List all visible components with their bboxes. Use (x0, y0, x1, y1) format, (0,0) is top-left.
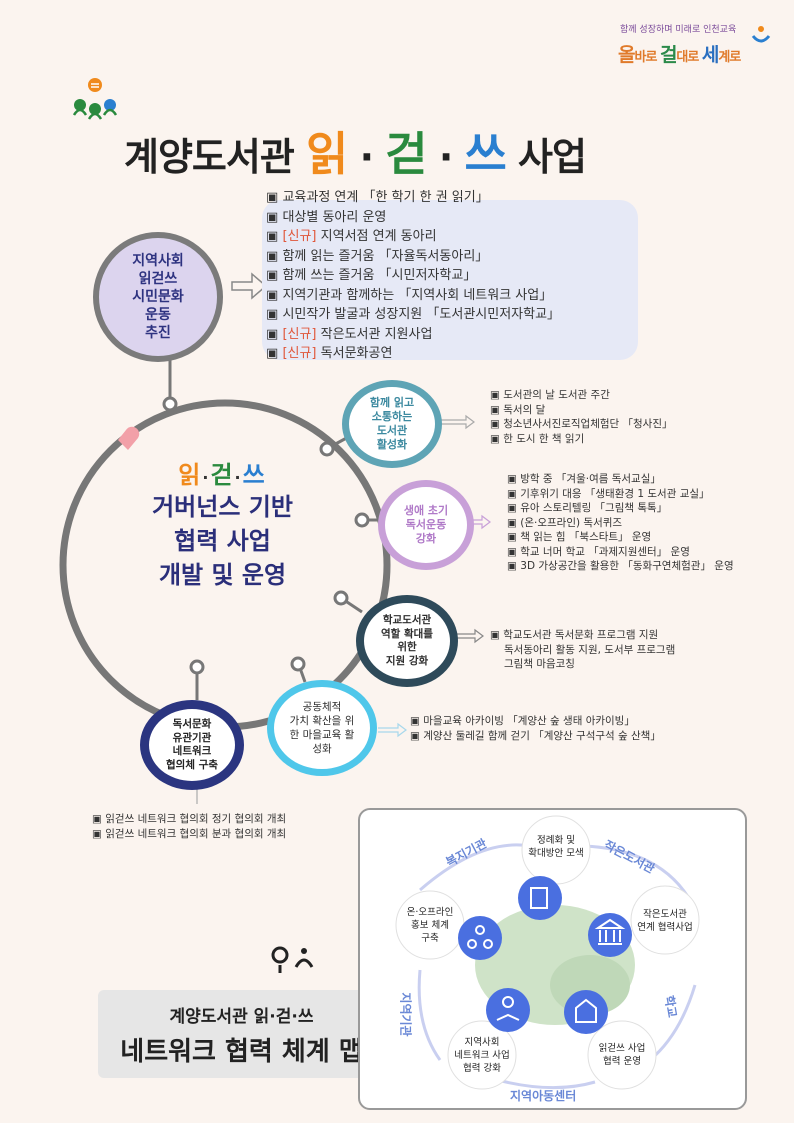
reading-person-icon (486, 988, 530, 1032)
list-item: ▣ [신규] 독서문화공연 (266, 346, 393, 361)
title-dot-2: · (438, 135, 453, 179)
civic-line: 지역사회 (132, 253, 184, 269)
network-map-graphic (395, 815, 700, 1090)
brand-char-2: 걸 (659, 44, 678, 66)
list-item: ▣ 계양산 둘레길 함께 걷기 「계양산 구석구석 숲 산책」 (410, 729, 661, 742)
brand-part-1: 바로 (634, 50, 660, 65)
satellite-list-network: ▣ 읽걷쓰 네트워크 협의회 정기 협의회 개최 ▣ 읽걷쓰 네트워크 협의회 … (92, 812, 286, 841)
governance-center-text: 읽·걷·쓰 거버넌스 기반 협력 사업 개발 및 운영 (110, 455, 335, 592)
brand-part-3: 계로 (718, 50, 741, 65)
list-item: ▣ 마을교육 아카이빙 「계양산 숲 생태 아카이빙」 (410, 715, 635, 727)
list-item: ▣ 유아 스토리텔링 「그림책 톡톡」 (507, 502, 668, 514)
page-title: 계양도서관 읽 · 걷 · 쓰 사업 (124, 118, 587, 184)
center-line-2: 협력 사업 (174, 527, 271, 555)
list-item: ▣ 읽걷쓰 네트워크 협의회 분과 협의회 개최 (92, 827, 287, 840)
list-item: ▣ 읽걷쓰 네트워크 협의회 정기 협의회 개최 (92, 813, 287, 825)
list-item: ▣ 3D 가상공간을 활용한 「동화구연체험관」 운영 (507, 560, 734, 572)
brand-logo: 함께 성장하며 미래로 인천교육 올바로 걸대로 세계로 (612, 18, 772, 78)
heart-icon (118, 426, 140, 450)
civic-line: 시민문화 (132, 289, 184, 305)
list-item: ▣ 기후위기 대응 「생태환경 1 도서관 교실」 (507, 487, 710, 500)
satellite-list-community: ▣ 마을교육 아카이빙 「계양산 숲 생태 아카이빙」 ▣ 계양산 둘레길 함께… (410, 714, 661, 743)
civic-program-list: ▣ 교육과정 연계 「한 학기 한 권 읽기」 ▣ 대상별 동아리 운영 ▣ [… (266, 188, 560, 364)
reading-people-icon (72, 78, 118, 120)
list-item: ▣ 한 도시 한 책 읽기 (490, 432, 585, 445)
ring-label-childrens-center: 지역아동센터 (510, 1089, 577, 1103)
title-write: 쓰 (464, 127, 507, 181)
list-item: ▣ 책 읽는 힘 「북스타트」 운영 (507, 531, 652, 543)
arrow-icon (231, 272, 268, 300)
center-line-1: 거버넌스 기반 (152, 493, 293, 521)
list-item: ▣ 도서관의 날 도서관 주간 (490, 389, 610, 401)
list-item: ▣ 함께 쓰는 즐거움 「시민저자학교」 (266, 268, 477, 283)
list-item: ▣ [신규] 지역서점 연계 동아리 (266, 229, 437, 244)
list-item: ▣ 방학 중 「겨울·여름 독서교실」 (507, 473, 661, 485)
ring-label-school: 학교 (661, 994, 680, 1019)
civic-line: 운동 (145, 307, 171, 323)
brand-part-2: 대로 (676, 50, 702, 65)
list-item: ▣ 시민작가 발굴과 성장지원 「도서관시민저자학교」 (266, 307, 561, 322)
library-building-icon (588, 913, 632, 957)
school-icon (564, 990, 608, 1034)
network-map-title: 네트워크 협력 체계 맵 (120, 1037, 363, 1067)
list-item: ▣ 대상별 동아리 운영 (266, 209, 387, 225)
brand-symbol-icon (271, 946, 314, 973)
civic-program-panel (262, 200, 638, 360)
planning-icon (518, 876, 562, 920)
civic-line: 읽걷쓰 (138, 271, 178, 287)
list-item: ▣ 독서의 달 (490, 403, 546, 416)
list-item: 그림책 마음코칭 (504, 658, 575, 670)
list-item: ▣ 함께 읽는 즐거움 「자율독서동아리」 (266, 248, 489, 264)
center-dot: · (202, 468, 211, 487)
ring-label-local-agency: 지역기관 (398, 992, 413, 1037)
list-item: ▣ 지역기관과 함께하는 「지역사회 네트워크 사업」 (266, 287, 553, 303)
satellite-list-school: ▣ 학교도서관 독서문화 프로그램 지원 독서동아리 활동 지원, 도서부 프로… (490, 628, 675, 672)
satellite-list-early-life: ▣ 방학 중 「겨울·여름 독서교실」 ▣ 기후위기 대응 「생태환경 1 도서… (507, 472, 734, 574)
list-item: ▣ [신규] 작은도서관 지원사업 (266, 326, 433, 342)
title-suffix: 사업 (505, 135, 587, 179)
network-map-title-box: 계양도서관 읽·걷·쓰 네트워크 협력 체계 맵 (98, 990, 385, 1078)
brand-char-1: 올 (618, 44, 636, 66)
people-network-icon (458, 916, 502, 960)
title-prefix: 계양도서관 (124, 135, 307, 179)
brand-text: 올바로 걸대로 세계로 (618, 40, 741, 67)
list-item: ▣ 학교도서관 독서문화 프로그램 지원 (490, 629, 659, 641)
network-map-subtitle: 계양도서관 읽·걷·쓰 (169, 1007, 314, 1027)
center-walk: 걷 (210, 461, 235, 489)
list-item: 독서동아리 활동 지원, 도서부 프로그램 (504, 643, 676, 656)
list-item: ▣ 교육과정 연계 「한 학기 한 권 읽기」 (266, 190, 489, 205)
center-dot: · (234, 468, 243, 487)
brand-symbol-icon (751, 26, 771, 43)
center-read: 읽 (178, 461, 203, 489)
list-item: ▣ 청소년사서진로직업체험단 「청사진」 (490, 418, 673, 430)
list-item: ▣ 학교 너머 학교 「과제지원센터」 운영 (507, 545, 690, 558)
title-walk: 걷 (385, 127, 427, 181)
title-read: 읽 (306, 127, 348, 181)
title-dot-1: · (359, 135, 374, 179)
center-line-3: 개발 및 운영 (158, 561, 287, 589)
slogan: 함께 성장하며 미래로 인천교육 (620, 25, 737, 35)
brand-char-3: 세 (701, 44, 720, 66)
list-item: ▣ (온·오프라인) 독서퀴즈 (507, 516, 623, 529)
civic-line: 추진 (145, 325, 171, 341)
center-write: 쓰 (242, 461, 267, 489)
satellite-list-reading: ▣ 도서관의 날 도서관 주간 ▣ 독서의 달 ▣ 청소년사서진로직업체험단 「… (490, 388, 673, 446)
